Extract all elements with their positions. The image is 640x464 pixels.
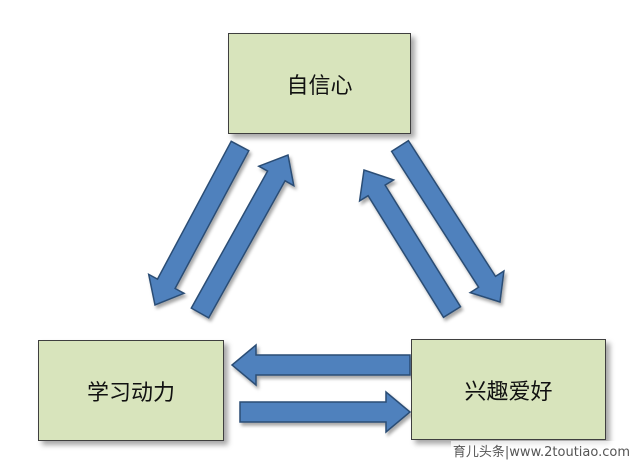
arrow-motivation-to-confidence	[190, 153, 295, 319]
arrow-confidence-to-motivation	[147, 140, 250, 307]
node-self-confidence: 自信心	[228, 33, 411, 134]
arrow-motivation-to-interests	[239, 390, 412, 434]
node-learning-motivation-label: 学习动力	[86, 380, 175, 406]
arrow-interests-to-confidence	[358, 169, 462, 319]
arrow-confidence-to-interests	[390, 139, 505, 303]
node-learning-motivation: 学习动力	[38, 340, 224, 441]
arrow-interests-to-motivation	[230, 343, 411, 387]
node-interests-hobbies: 兴趣爱好	[411, 339, 606, 440]
watermark: 育儿头条|www.2toutiao.com	[450, 441, 632, 460]
node-interests-hobbies-label: 兴趣爱好	[464, 379, 553, 405]
node-self-confidence-label: 自信心	[286, 73, 353, 99]
